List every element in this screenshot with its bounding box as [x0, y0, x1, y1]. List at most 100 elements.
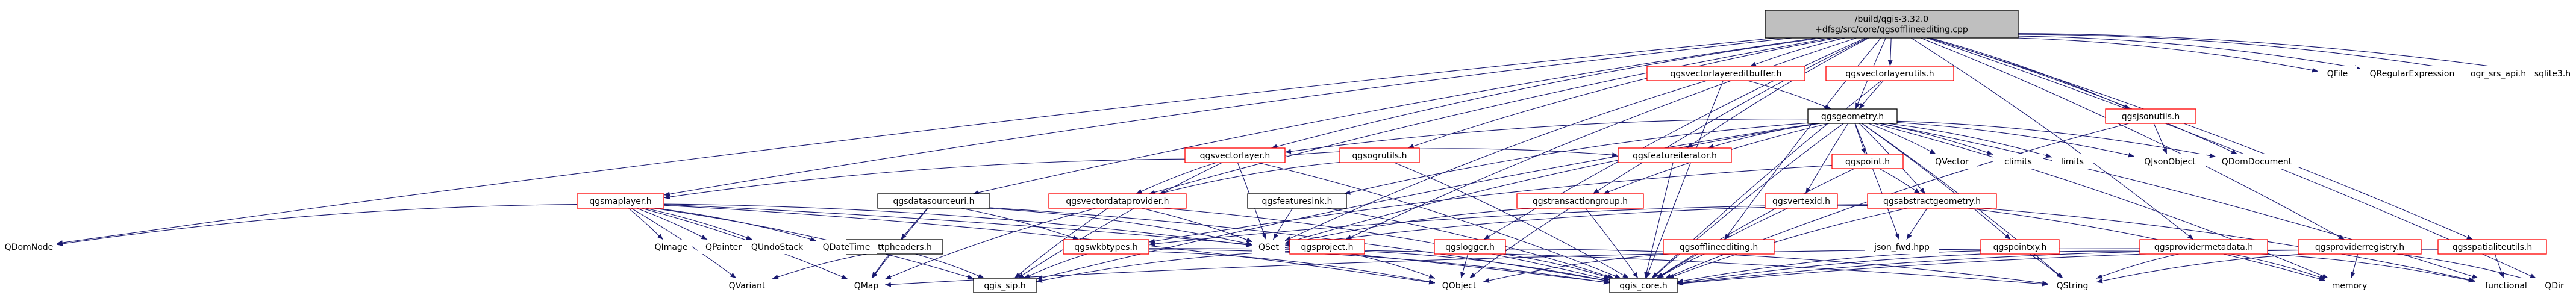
- node-qregexp[interactable]: QRegularExpression: [2360, 66, 2464, 81]
- edge-ag-to-jsonfwd: [1906, 208, 1928, 240]
- node-pt[interactable]: qgspoint.h: [1831, 154, 1904, 169]
- node-label-qstring: QString: [2057, 281, 2089, 291]
- node-qdomdoc[interactable]: QDomDocument: [2216, 154, 2298, 169]
- node-label-txg: qgstransactiongroup.h: [1533, 197, 1628, 206]
- node-qimage[interactable]: QImage: [651, 240, 692, 254]
- edge-provmeta-to-qmap: [884, 248, 2140, 287]
- node-provreg[interactable]: qgsproviderregistry.h: [2298, 239, 2422, 255]
- edge-ml-to-qundo: [645, 208, 753, 240]
- edge-ml-to-qimage: [628, 208, 664, 240]
- node-label-qset: QSet: [1258, 243, 1280, 252]
- edge-provmeta-to-functional: [2260, 253, 2475, 283]
- node-proj[interactable]: qgsproject.h: [1289, 239, 1365, 255]
- edge-logger-to-core: [1502, 253, 1612, 279]
- node-vx[interactable]: qgsvertexid.h: [1765, 193, 1838, 209]
- node-vlebuf[interactable]: qgsvectorlayereditbuffer.h: [1646, 66, 1805, 81]
- edge-fs-to-qset: [1272, 208, 1293, 240]
- node-pointxy[interactable]: qgspointxy.h: [1980, 239, 2060, 255]
- node-box-sip: [973, 278, 1037, 293]
- node-fs[interactable]: qgsfeaturesink.h: [1247, 193, 1347, 209]
- node-jsonfwd[interactable]: json_fwd.hpp: [1865, 240, 1939, 254]
- edge-provreg-to-qdir: [2396, 253, 2537, 283]
- node-fi[interactable]: qgsfeatureiterator.h: [1618, 147, 1732, 163]
- node-wkb[interactable]: qgswkbtypes.h: [1063, 239, 1149, 255]
- node-qdir[interactable]: QDir: [2536, 278, 2572, 293]
- node-offh[interactable]: qgsofflineediting.h: [1663, 239, 1775, 255]
- edge-vdp-to-core: [1162, 208, 1610, 281]
- node-qjsonobj[interactable]: QJsonObject: [2134, 154, 2206, 169]
- edge-fs-to-core: [1327, 208, 1614, 279]
- node-label-qmap: QMap: [854, 281, 879, 291]
- edge-dsuri-to-http: [900, 208, 928, 240]
- node-label-logger: qgslogger.h: [1445, 243, 1495, 252]
- node-box-ogru: [1339, 147, 1420, 163]
- node-qobject[interactable]: QObject: [1435, 278, 1483, 293]
- node-geom[interactable]: qgsgeometry.h: [1807, 108, 1898, 124]
- edge-proj-to-sip: [1036, 250, 1290, 283]
- node-label-vlutils: qgsvectorlayerutils.h: [1845, 69, 1934, 79]
- node-txg[interactable]: qgstransactiongroup.h: [1516, 193, 1644, 209]
- node-climits[interactable]: climits: [1993, 154, 2043, 169]
- node-qvariant[interactable]: QVariant: [722, 278, 772, 293]
- node-vdp[interactable]: qgsvectordataprovider.h: [1048, 193, 1187, 209]
- edge-proj-to-core: [1364, 251, 1610, 283]
- node-qundo[interactable]: QUndoStack: [746, 240, 808, 254]
- node-label-qvariant: QVariant: [729, 281, 766, 291]
- node-box-qundo: [746, 240, 808, 254]
- edge-wkb-to-sip: [1024, 253, 1087, 279]
- node-box-qset: [1252, 240, 1285, 254]
- node-spat[interactable]: qgsspatialiteutils.h: [2437, 239, 2547, 255]
- edge-vlebuf-to-geom: [1747, 80, 1831, 110]
- node-provmeta[interactable]: qgsprovidermetadata.h: [2139, 239, 2268, 255]
- node-qfile[interactable]: QFile: [2318, 66, 2357, 81]
- edge-root-to-qfile: [2016, 37, 2319, 73]
- edge-ag-to-wkb: [1148, 204, 1868, 246]
- node-qmap[interactable]: QMap: [848, 278, 885, 293]
- node-box-qjsonobj: [2134, 154, 2206, 169]
- node-sqlite[interactable]: sqlite3.h: [2529, 66, 2576, 81]
- node-qvector[interactable]: QVector: [1927, 154, 1977, 169]
- node-label-dsuri: qgsdatasourceuri.h: [893, 197, 975, 206]
- node-limits[interactable]: limits: [2052, 154, 2093, 169]
- node-core[interactable]: qgis_core.h: [1609, 278, 1678, 293]
- edge-root-to-vlutils: [1887, 37, 1893, 67]
- node-label-qfile: QFile: [2327, 69, 2348, 79]
- node-box-functional: [2475, 278, 2537, 293]
- edge-ml-to-qpainter: [636, 208, 708, 240]
- node-json[interactable]: qgsjsonutils.h: [2105, 108, 2196, 124]
- node-box-qdomnode: [1, 240, 57, 254]
- node-qdomnode[interactable]: QDomNode: [1, 240, 57, 254]
- edge-geom-to-core: [1652, 123, 1844, 279]
- edge-geom-to-climits: [1878, 123, 1993, 155]
- edge-txg-to-core: [1585, 208, 1639, 279]
- node-ogr[interactable]: ogr_srs_api.h: [2463, 66, 2534, 81]
- node-box-qobject: [1435, 278, 1483, 293]
- edge-root-to-ml: [663, 37, 1792, 197]
- edge-http-to-sip: [915, 253, 984, 279]
- edge-root-to-ogr: [2018, 34, 2463, 72]
- node-vl[interactable]: qgsvectorlayer.h: [1184, 147, 1286, 163]
- node-qstring[interactable]: QString: [2048, 278, 2096, 293]
- node-qdatetime[interactable]: QDateTime: [816, 240, 877, 254]
- node-dsuri[interactable]: qgsdatasourceuri.h: [877, 193, 990, 209]
- node-box-vl: [1184, 147, 1286, 163]
- node-root[interactable]: /build/qgis-3.32.0+dfsg/src/core/qgsoffl…: [1765, 10, 2019, 39]
- node-label-provmeta: qgsprovidermetadata.h: [2154, 243, 2253, 252]
- node-label-proj: qgsproject.h: [1301, 243, 1354, 252]
- node-label-core: qgis_core.h: [1619, 281, 1668, 291]
- node-ogru[interactable]: qgsogrutils.h: [1339, 147, 1420, 163]
- edge-dsuri-to-qset: [986, 208, 1253, 246]
- node-label-pointxy: qgspointxy.h: [1993, 243, 2047, 252]
- node-vlutils[interactable]: qgsvectorlayerutils.h: [1825, 66, 1954, 81]
- node-sip[interactable]: qgis_sip.h: [973, 278, 1037, 293]
- node-ag[interactable]: qgsabstractgeometry.h: [1867, 193, 1997, 209]
- node-ml[interactable]: qgsmaplayer.h: [577, 193, 664, 209]
- node-qset[interactable]: QSet: [1252, 240, 1285, 254]
- node-label-ag: qgsabstractgeometry.h: [1883, 197, 1981, 206]
- node-box-memory: [2325, 278, 2374, 293]
- node-memory[interactable]: memory: [2325, 278, 2374, 293]
- node-functional[interactable]: functional: [2475, 278, 2537, 293]
- node-label-qimage: QImage: [655, 243, 688, 252]
- node-logger[interactable]: qgslogger.h: [1434, 239, 1506, 255]
- node-qpainter[interactable]: QPainter: [698, 240, 749, 254]
